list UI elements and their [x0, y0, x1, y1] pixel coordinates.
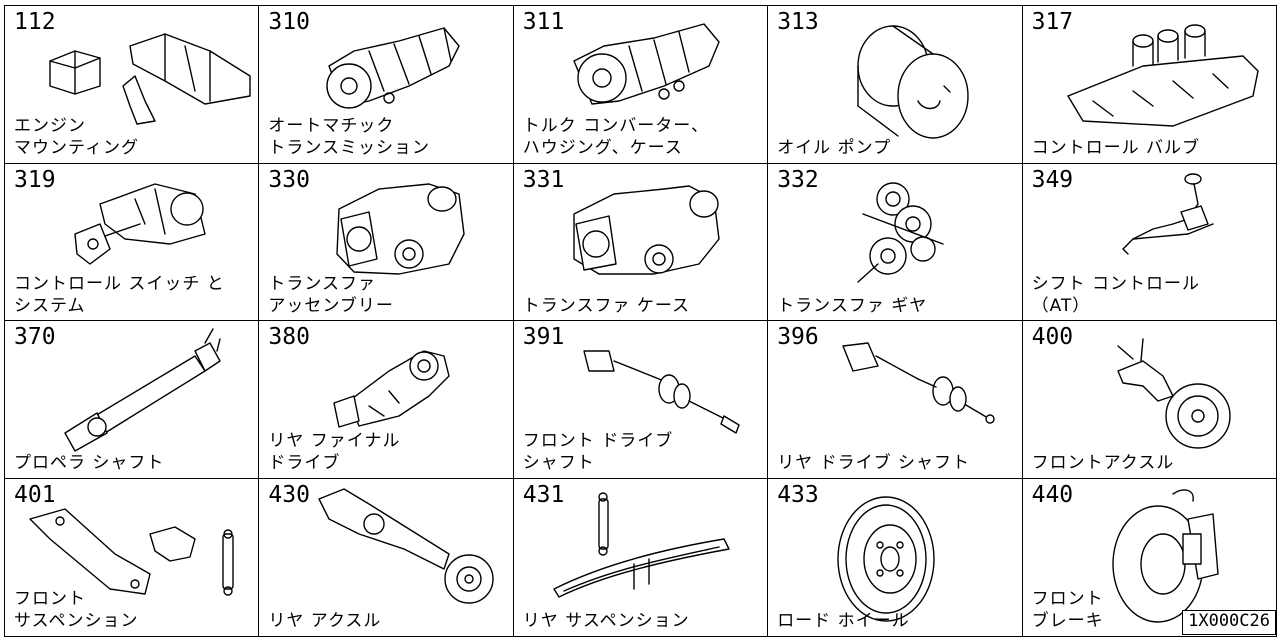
part-label: ロード ホイール [777, 610, 910, 631]
part-number: 401 [14, 481, 56, 508]
front-brake-icon [1111, 488, 1219, 623]
part-number: 112 [14, 9, 56, 35]
part-label: シフト コントロール （AT） [1031, 273, 1200, 316]
part-label: トルク コンバーター、 ハウジング、ケース [522, 116, 710, 158]
part-label: リヤ サスペンション [522, 610, 690, 631]
part-cell-433[interactable]: 433 ロード ホイール [767, 477, 1024, 637]
part-label: フロントアクスル [1031, 453, 1175, 473]
part-number: 313 [777, 9, 819, 35]
part-cell-330[interactable]: 330 トランスファ アッセンブリー [258, 162, 515, 322]
reference-code: 1X000C26 [1182, 610, 1276, 635]
part-number: 380 [268, 324, 310, 350]
front-drive-shaft-icon [583, 350, 740, 434]
rear-drive-shaft-icon [842, 342, 995, 424]
part-cell-430[interactable]: 430 リヤ アクスル [258, 477, 515, 637]
part-cell-370[interactable]: 370 プロペラ シャフト [4, 320, 260, 479]
part-cell-400[interactable]: 400 フロントアクスル [1021, 320, 1278, 479]
oil-pump-icon [857, 25, 969, 139]
torque-converter-housing-icon [573, 23, 720, 105]
part-label: コントロール バルブ [1031, 138, 1200, 158]
parts-index-grid: 112 エンジン マウンティング 310 オートマチック トランスミッション 311 トル… [4, 5, 1278, 637]
control-switch-icon [74, 182, 206, 265]
part-cell-317[interactable]: 317 コントロール バルブ [1021, 5, 1278, 164]
part-number: 317 [1031, 9, 1074, 35]
rear-suspension-icon [553, 491, 730, 598]
propeller-shaft-icon [64, 328, 221, 452]
part-number: 396 [777, 324, 819, 350]
part-label: リヤ ドライブ シャフト [777, 453, 970, 473]
part-number: 391 [522, 324, 565, 350]
part-label: フロント サスペンション [14, 588, 139, 631]
part-number: 349 [1031, 166, 1074, 193]
part-number: 319 [14, 166, 56, 193]
part-number: 433 [777, 481, 819, 508]
part-number: 400 [1031, 324, 1074, 350]
part-label: リヤ アクスル [268, 610, 382, 631]
part-label: リヤ ファイナル ドライブ [268, 431, 401, 473]
part-cell-112[interactable]: 112 エンジン マウンティング [4, 5, 260, 164]
automatic-transmission-icon [326, 27, 461, 109]
part-label: トランスファ ケース [522, 295, 691, 316]
part-cell-396[interactable]: 396 リヤ ドライブ シャフト [767, 320, 1024, 479]
part-number: 431 [522, 481, 565, 508]
shift-control-icon [1121, 172, 1214, 255]
part-number: 310 [268, 9, 310, 35]
part-cell-319[interactable]: 319 コントロール スイッチ と システム [4, 162, 260, 322]
part-number: 330 [268, 166, 310, 193]
part-number: 440 [1031, 481, 1074, 508]
transfer-assembly-icon [336, 182, 466, 275]
part-cell-332[interactable]: 332 トランスファ ギヤ [767, 162, 1024, 322]
part-number: 311 [522, 9, 565, 35]
part-label: オートマチック トランスミッション [268, 116, 431, 158]
road-wheel-icon [837, 495, 935, 622]
transfer-case-icon [573, 184, 720, 275]
rear-axle-icon [318, 487, 495, 604]
rear-final-drive-icon [333, 350, 451, 428]
transfer-gear-icon [857, 181, 944, 283]
front-axle-icon [1116, 338, 1231, 449]
control-valve-icon [1066, 24, 1259, 127]
part-label: トランスファ ギヤ [777, 295, 928, 316]
part-cell-310[interactable]: 310 オートマチック トランスミッション [258, 5, 515, 164]
part-number: 332 [777, 166, 819, 193]
part-cell-401[interactable]: 401 フロント サスペンション [4, 477, 260, 637]
part-label: オイル ポンプ [777, 138, 892, 158]
part-number: 370 [14, 324, 56, 350]
part-number: 331 [522, 166, 565, 193]
part-cell-391[interactable]: 391 フロント ドライブ シャフト [512, 320, 769, 479]
part-cell-349[interactable]: 349 シフト コントロール （AT） [1021, 162, 1278, 322]
part-label: フロント ドライブ シャフト [522, 431, 674, 473]
part-number: 430 [268, 481, 310, 508]
part-label: コントロール スイッチ と システム [14, 273, 225, 316]
part-label: プロペラ シャフト [14, 453, 165, 473]
part-cell-313[interactable]: 313 オイル ポンプ [767, 5, 1024, 164]
front-suspension-icon [29, 507, 234, 596]
part-label: フロント ブレーキ [1031, 588, 1104, 631]
engine-mounting-icon [49, 33, 251, 125]
part-label: エンジン マウンティング [14, 116, 139, 158]
part-cell-431[interactable]: 431 リヤ サスペンション [512, 477, 769, 637]
part-cell-331[interactable]: 331 トランスファ ケース [512, 162, 769, 322]
part-cell-380[interactable]: 380 リヤ ファイナル ドライブ [258, 320, 515, 479]
part-cell-311[interactable]: 311 トルク コンバーター、 ハウジング、ケース [512, 5, 769, 164]
part-label: トランスファ アッセンブリー [268, 273, 394, 316]
